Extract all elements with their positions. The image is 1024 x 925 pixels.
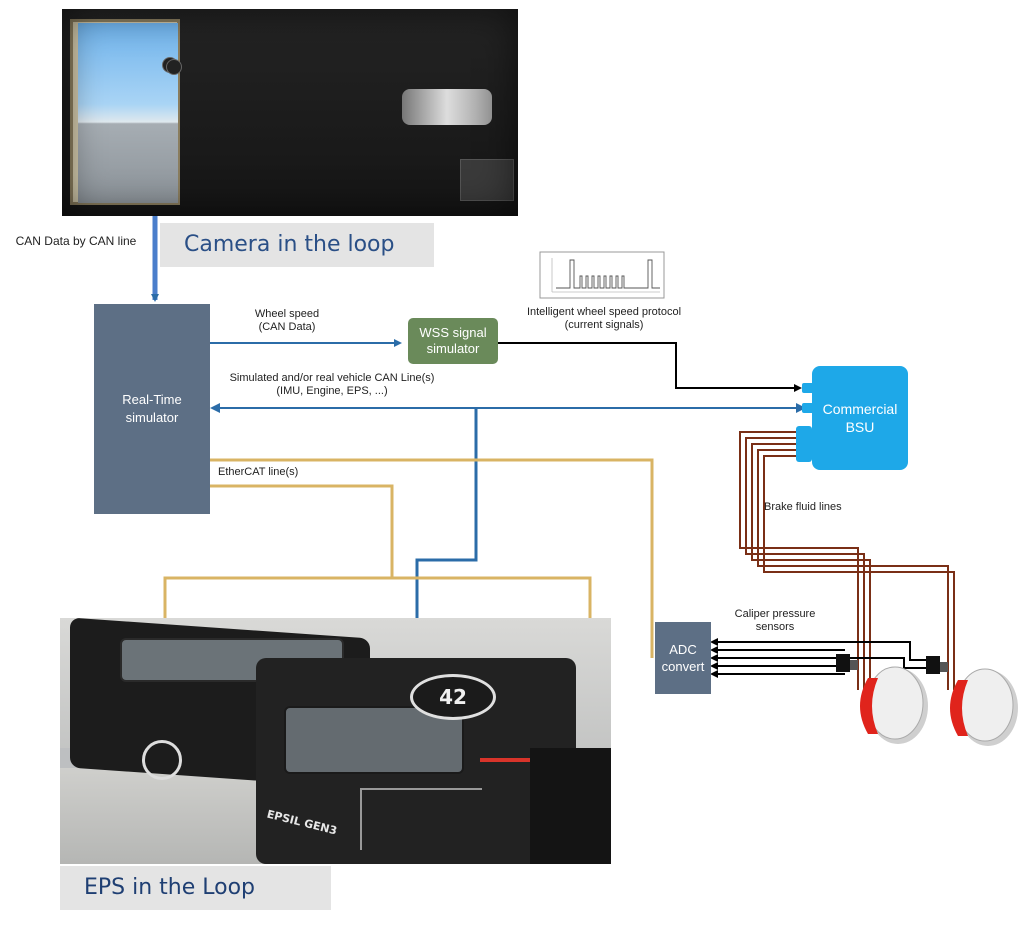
brake-fluid-label: Brake fluid lines: [764, 501, 842, 513]
camera-loop-photo: [62, 9, 518, 216]
bsu-port: [802, 403, 814, 413]
eps-loop-caption: EPS in the Loop: [60, 866, 331, 910]
gauge-icon: [166, 59, 182, 75]
camera-rig: [402, 89, 492, 125]
brake-caliper-2: [950, 668, 1018, 746]
caliper-sensor-lines: [710, 638, 935, 678]
camera-loop-caption: Camera in the loop: [160, 223, 434, 267]
equipment: [460, 159, 514, 201]
iws-protocol-plot: [539, 251, 665, 299]
eps-logo-icon: [142, 740, 182, 780]
ethercat-label: EtherCAT line(s): [218, 466, 299, 478]
sensor-block: [940, 662, 948, 672]
caliper-label: Caliper pressure sensors: [734, 608, 816, 633]
brake-caliper-1: [860, 666, 928, 744]
sensor-block: [926, 656, 940, 674]
wss-label: WSS signal simulator: [419, 325, 487, 356]
brake-fluid-lines: [739, 431, 955, 690]
eps-badge-number: 42: [439, 685, 467, 709]
adc-converter: ADC convert: [655, 622, 711, 694]
can-data-label: CAN Data by CAN line: [15, 234, 137, 248]
eps-machine-dark: [530, 748, 611, 864]
eps-circuit-lines: [360, 788, 482, 850]
ethercat-line-adc: [210, 458, 654, 658]
bsu-port: [796, 426, 812, 462]
iws-protocol-label: Intelligent wheel speed protocol (curren…: [526, 306, 682, 331]
eps-badge: 42: [410, 674, 496, 720]
commercial-bsu: Commercial BSU: [812, 366, 908, 470]
wss-to-bsu-line: [498, 342, 802, 392]
bsu-port: [802, 383, 814, 393]
bsu-label: Commercial BSU: [822, 401, 898, 435]
wss-signal-simulator: WSS signal simulator: [408, 318, 498, 364]
adc-label: ADC convert: [661, 642, 705, 674]
eps-loop-photo: 42 EPSIL GEN3: [60, 618, 611, 864]
real-time-simulator: Real-Time simulator: [94, 304, 210, 514]
sim-can-lines-label: Simulated and/or real vehicle CAN Line(s…: [229, 372, 435, 397]
wheel-speed-label: Wheel speed (CAN Data): [254, 308, 320, 333]
sensor-block: [836, 654, 850, 672]
sensor-block: [850, 660, 858, 670]
rts-label: Real-Time simulator: [122, 392, 182, 425]
ethercat-line-eps: [163, 484, 592, 618]
road-scene: [78, 23, 178, 203]
can-branch-eps: [415, 408, 478, 622]
